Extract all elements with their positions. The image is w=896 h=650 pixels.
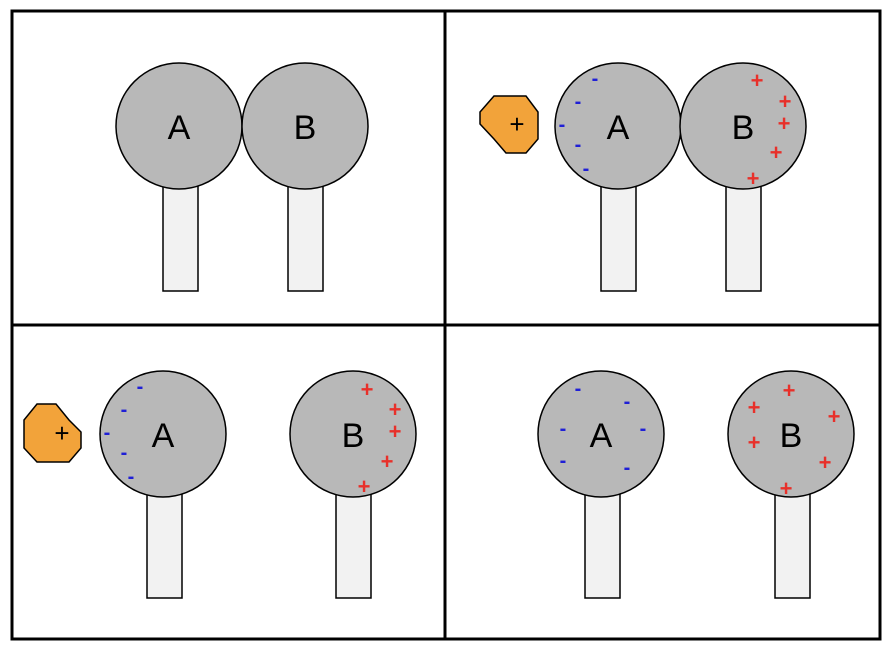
positive-charge: + xyxy=(780,476,793,501)
stand-b xyxy=(725,177,762,292)
positive-charge: + xyxy=(389,397,402,422)
negative-charge: - xyxy=(137,376,144,398)
sphere-b xyxy=(679,62,807,190)
panel-1-neutral: A B xyxy=(115,62,369,292)
negative-charge: - xyxy=(121,442,128,464)
positive-charge: + xyxy=(819,450,832,475)
rod-charge-sign: + xyxy=(54,418,69,448)
negative-charge: - xyxy=(560,450,567,472)
stand-b xyxy=(335,484,372,599)
negative-charge: - xyxy=(121,399,128,421)
stand-a xyxy=(600,177,637,292)
positive-charge: + xyxy=(361,377,374,402)
positive-charge: + xyxy=(783,378,796,403)
stand-b xyxy=(774,484,811,599)
stand-a xyxy=(162,177,199,292)
negative-charge: - xyxy=(624,391,631,413)
positive-charge: + xyxy=(747,166,760,191)
sphere-a xyxy=(99,370,227,498)
positive-charge: + xyxy=(828,404,841,429)
sphere-b-label: B xyxy=(342,417,365,455)
panel-2-rod-near: A B + - - - - - + + + + + xyxy=(479,62,807,292)
sphere-b xyxy=(727,370,855,498)
sphere-a-label: A xyxy=(152,417,175,455)
panel-4-rod-removed: A B - - - - - - + + + + + + xyxy=(537,370,855,599)
panel-3-separated-with-rod: A B + - - - - - + + + + + xyxy=(23,370,417,599)
sphere-a-label: A xyxy=(168,109,191,147)
negative-charge: - xyxy=(575,378,582,400)
sphere-b-label: B xyxy=(780,417,803,455)
sphere-a-label: A xyxy=(607,109,630,147)
negative-charge: - xyxy=(104,422,111,444)
negative-charge: - xyxy=(624,457,631,479)
positive-charge: + xyxy=(389,419,402,444)
positive-charge: + xyxy=(770,140,783,165)
sphere-a-label: A xyxy=(590,417,613,455)
stand-a xyxy=(146,484,183,599)
negative-charge: - xyxy=(575,91,582,113)
negative-charge: - xyxy=(640,418,647,440)
negative-charge: - xyxy=(592,68,599,90)
sphere-b-label: B xyxy=(732,109,755,147)
positive-charge: + xyxy=(778,111,791,136)
positive-charge: + xyxy=(751,68,764,93)
sphere-b-label: B xyxy=(294,109,317,147)
sphere-b xyxy=(289,370,417,498)
negative-charge: - xyxy=(128,466,135,488)
rod-charge-sign: + xyxy=(509,109,524,139)
positive-charge: + xyxy=(381,449,394,474)
stand-a xyxy=(584,484,621,599)
sphere-b xyxy=(241,62,369,190)
negative-charge: - xyxy=(560,418,567,440)
charged-rod xyxy=(479,95,539,154)
sphere-a xyxy=(537,370,665,498)
negative-charge: - xyxy=(575,134,582,156)
charged-rod xyxy=(23,403,82,463)
positive-charge: + xyxy=(779,89,792,114)
positive-charge: + xyxy=(748,395,761,420)
negative-charge: - xyxy=(583,158,590,180)
stand-b xyxy=(287,177,324,292)
negative-charge: - xyxy=(559,114,566,136)
positive-charge: + xyxy=(748,430,761,455)
positive-charge: + xyxy=(358,474,371,499)
